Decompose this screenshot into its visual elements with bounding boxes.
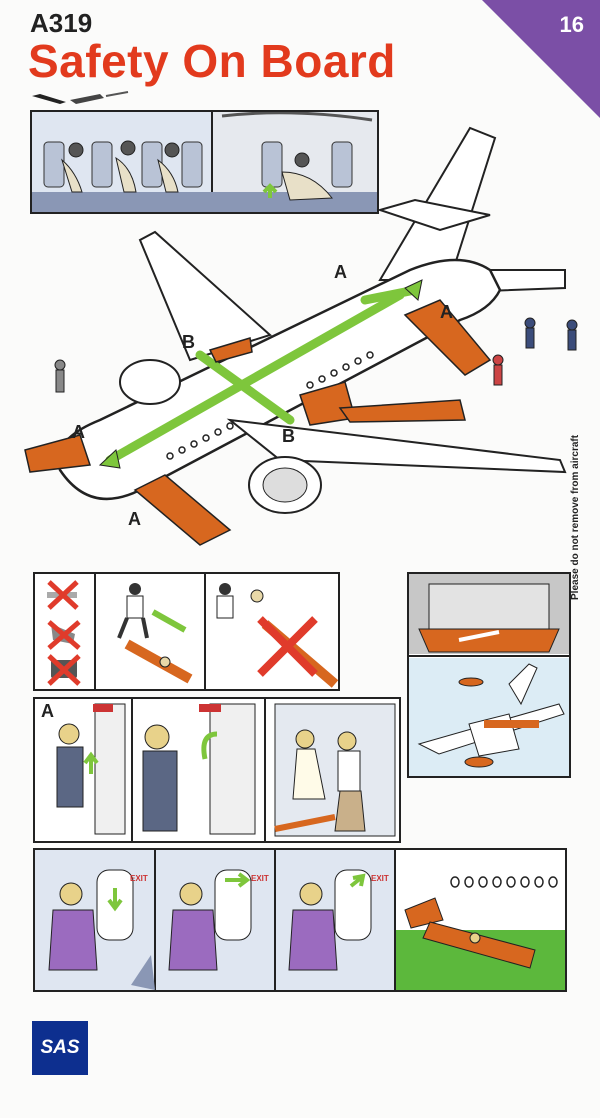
exit-sign-1: EXIT <box>130 874 148 883</box>
exit-label-a-front-right: A <box>128 509 141 529</box>
brace-position-panel <box>30 110 379 214</box>
escape-slides <box>24 299 492 546</box>
no-heels-icon <box>47 620 81 650</box>
evacuation-diagram: A A A A B B <box>24 126 578 546</box>
exit-sign-2: EXIT <box>251 874 269 883</box>
engine-far <box>119 359 181 405</box>
exit-label-a-front-left: A <box>72 422 85 442</box>
exit-label-a-rear-left: A <box>334 262 347 282</box>
exit-sign-3: EXIT <box>371 874 389 883</box>
no-luggage-icon <box>47 654 81 686</box>
door-operation-panel: A <box>33 697 401 843</box>
plane-silhouettes-icon <box>32 91 129 104</box>
escape-path <box>105 285 420 465</box>
no-smoking-icon <box>47 580 79 610</box>
people-figures <box>54 317 578 393</box>
door-sequence-label: A <box>41 701 54 721</box>
sas-logo: SAS <box>32 1021 88 1075</box>
exit-label-b-overwing-right: B <box>282 426 295 446</box>
fuselage <box>57 258 502 501</box>
page-corner-tab <box>482 0 600 118</box>
prohibitions-panel <box>33 572 340 691</box>
card-title: Safety On Board <box>28 35 396 87</box>
no-jumping-cross-icon <box>257 616 318 677</box>
exit-label-a-rear-right: A <box>440 302 453 322</box>
page-number: 16 <box>559 12 584 37</box>
disclaimer-text: Please do not remove from aircraft <box>570 434 581 600</box>
raft-panel <box>407 572 571 778</box>
overwing-exit-panel: EXIT EXIT EXIT <box>33 848 567 992</box>
exit-label-b-overwing-left: B <box>182 332 195 352</box>
aircraft-model: A319 <box>30 8 93 38</box>
